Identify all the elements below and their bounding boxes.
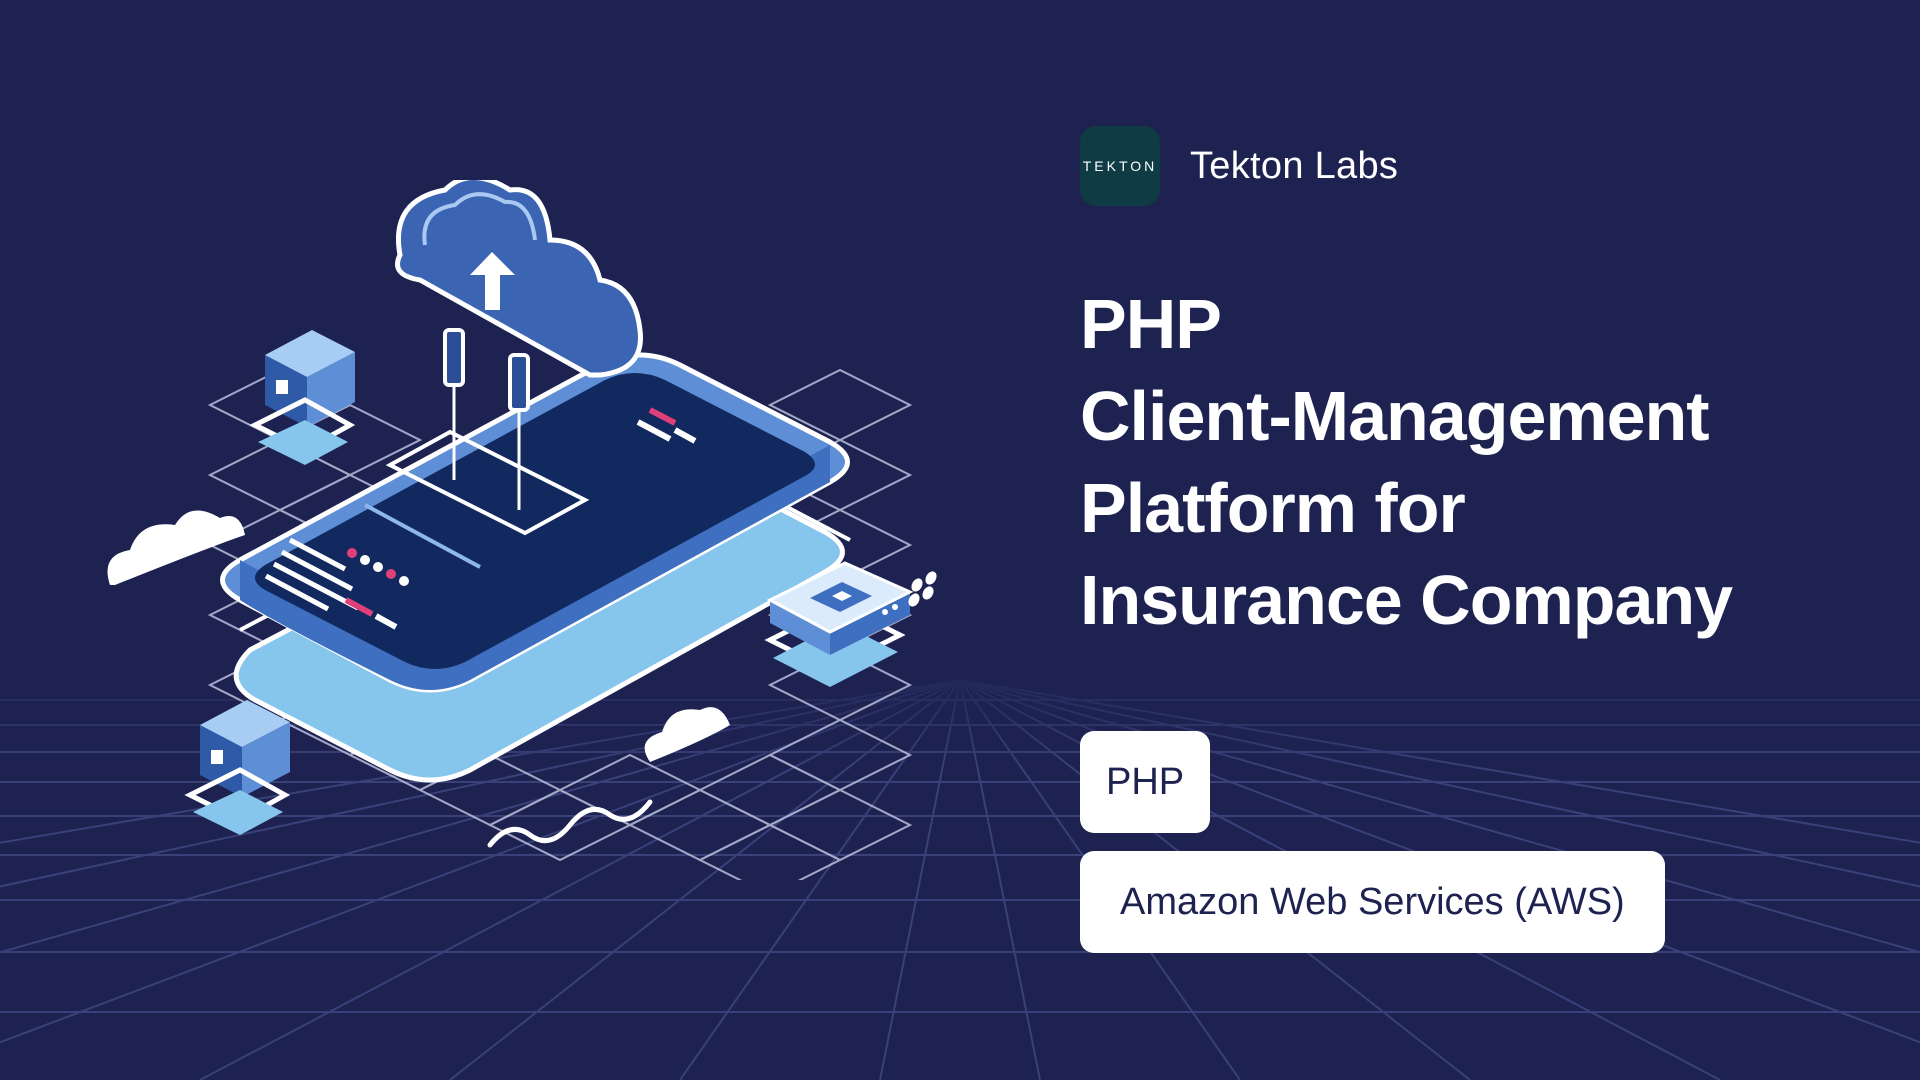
page-title: PHP Client-Management Platform for Insur… [1080,278,1900,646]
phone-screen [255,373,815,669]
technology-tags: PHP Amazon Web Services (AWS) [1080,731,1665,953]
cloud-icon-bottom [644,707,730,762]
logo-text: TEKTON [1082,158,1158,174]
screen-dots [347,548,409,586]
isometric-phone-cloud-illustration [107,180,937,880]
chip-device-icon [764,561,914,687]
title-line-3: Platform for [1080,469,1466,547]
tag-aws: Amazon Web Services (AWS) [1080,851,1665,953]
dots-cluster-icon [908,571,937,607]
cube-icon-top-left [249,330,356,465]
brand-header: TEKTON Tekton Labs [1080,126,1398,206]
title-line-2: Client-Management [1080,377,1710,455]
cube-icon-bottom-left [184,700,291,835]
screen-text-lines [264,537,360,612]
cloud-icon-left [107,510,245,585]
tekton-logo: TEKTON [1080,126,1160,206]
title-line-1: PHP [1080,285,1222,363]
tag-php: PHP [1080,731,1211,833]
squiggle-line [487,799,653,848]
title-line-4: Insurance Company [1080,561,1733,639]
brand-name: Tekton Labs [1190,144,1399,187]
cloud-upload-icon [395,180,643,378]
